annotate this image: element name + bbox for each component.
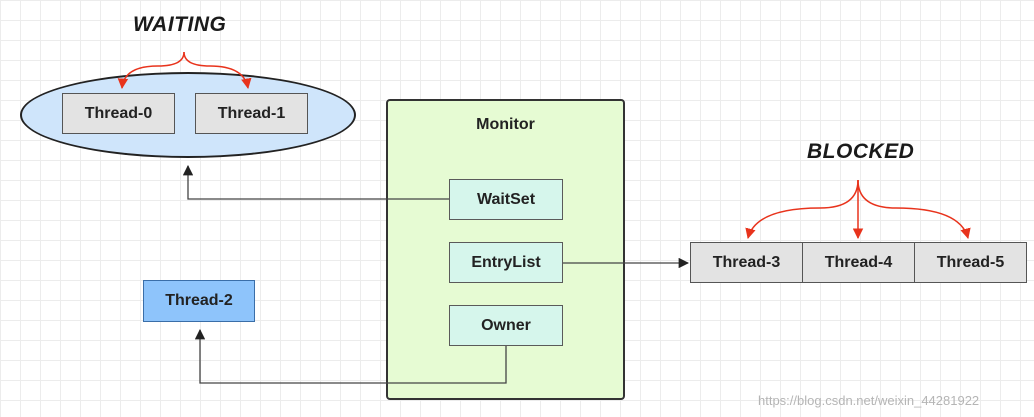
- thread-1-box: Thread-1: [195, 93, 308, 134]
- thread-0-box: Thread-0: [62, 93, 175, 134]
- owner-slot: Owner: [449, 305, 563, 346]
- thread-2-box: Thread-2: [143, 280, 255, 322]
- blocked-brace-arrow-left: [745, 179, 859, 240]
- watermark: https://blog.csdn.net/weixin_44281922: [758, 393, 980, 408]
- blocked-brace-arrow-right: [857, 179, 971, 240]
- waiting-label: WAITING: [133, 13, 227, 36]
- thread-4-cell: Thread-4: [802, 243, 914, 282]
- blocked-queue: Thread-3 Thread-4 Thread-5: [690, 242, 1027, 283]
- waitset-slot: WaitSet: [449, 179, 563, 220]
- entrylist-slot: EntryList: [449, 242, 563, 283]
- thread-5-cell: Thread-5: [914, 243, 1026, 282]
- monitor-title: Monitor: [476, 116, 535, 133]
- blocked-label: BLOCKED: [807, 140, 915, 163]
- thread-3-cell: Thread-3: [712, 253, 781, 271]
